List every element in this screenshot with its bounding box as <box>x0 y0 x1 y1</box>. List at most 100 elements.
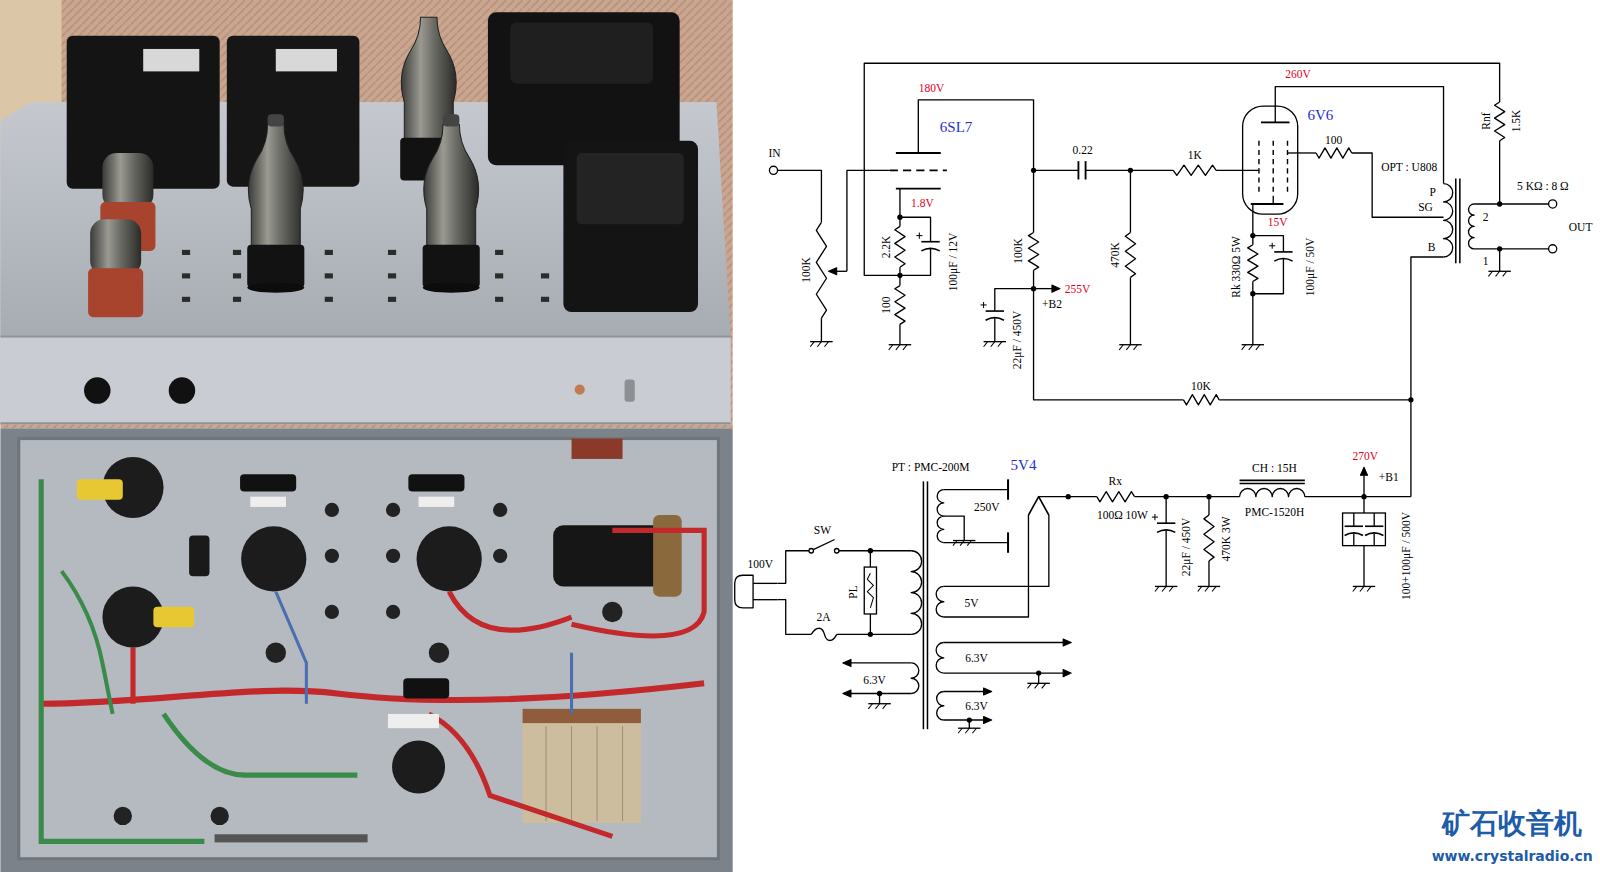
wire <box>1499 141 1500 204</box>
voltage-label: 180V <box>918 81 946 94</box>
wire <box>1252 281 1253 344</box>
photo-detail <box>114 807 132 825</box>
ground-symbol <box>824 342 828 347</box>
wire <box>778 600 812 635</box>
wire <box>1353 533 1354 545</box>
ground-symbol <box>1360 586 1364 591</box>
photo-detail <box>41 479 204 841</box>
photo-detail <box>325 503 339 517</box>
part-label: 22μF / 450V <box>1011 310 1024 371</box>
part-label: 470K <box>1109 241 1122 269</box>
wire <box>1363 475 1364 496</box>
wire <box>944 489 1008 490</box>
part-label: IN <box>767 147 781 160</box>
photo-detail <box>247 245 304 288</box>
photo-detail <box>102 153 153 209</box>
wire <box>1135 496 1240 497</box>
wire <box>944 642 1063 643</box>
wire <box>944 719 984 720</box>
ground-symbol <box>1488 271 1492 276</box>
photo-detail <box>597 726 598 821</box>
photo-detail <box>233 250 241 255</box>
part-label: PMC-1520H <box>1244 506 1305 519</box>
rectifier-plate <box>1007 532 1009 552</box>
ground-symbol <box>991 342 995 347</box>
photo-detail <box>0 422 730 424</box>
wire <box>1253 259 1284 294</box>
photo-detail <box>325 250 333 255</box>
photo-detail <box>541 273 549 278</box>
capacitor-symbol <box>986 310 1004 312</box>
ground-symbol <box>1035 683 1039 688</box>
ground-symbol <box>1119 345 1123 350</box>
watermark: 矿石收音机 <box>1441 809 1583 840</box>
part-label: +B2 <box>1041 298 1063 311</box>
part-label: 2.2K <box>879 235 892 260</box>
photo-detail <box>62 571 113 714</box>
wire <box>837 634 911 635</box>
wire <box>870 551 871 567</box>
coil-symbol <box>1240 489 1305 497</box>
ground-symbol <box>958 728 962 733</box>
photo-detail <box>429 643 449 663</box>
tube-grid <box>1287 141 1288 196</box>
voltage-label: 270V <box>1352 450 1380 463</box>
part-label: 0.22 <box>1072 144 1094 157</box>
arrowhead <box>984 716 992 723</box>
photo-detail <box>572 530 705 636</box>
wire <box>995 289 1034 311</box>
ground-symbol <box>1353 586 1357 591</box>
tube-name: 6V6 <box>1306 107 1334 124</box>
photo-detail <box>268 114 284 126</box>
part-label: 100K <box>1012 237 1025 265</box>
part-label: OPT : U808 <box>1380 161 1438 174</box>
arrowhead <box>829 268 837 275</box>
photo-detail <box>233 297 241 302</box>
wire <box>900 249 931 276</box>
coil-symbol <box>911 551 921 635</box>
photo-detail <box>577 153 684 224</box>
wire <box>899 189 900 227</box>
wire <box>1130 170 1131 232</box>
transformer-core <box>1455 178 1457 263</box>
ground-symbol <box>1126 345 1130 350</box>
wire <box>944 516 964 540</box>
photo-detail <box>0 336 730 338</box>
part-label: 100K <box>800 257 813 285</box>
wire <box>879 694 880 704</box>
capacitor-symbol <box>1274 251 1292 253</box>
choke-core <box>1240 480 1305 482</box>
photo-detail <box>41 683 704 703</box>
part-label: Rx <box>1108 474 1123 487</box>
part-label: 100μF / 50V <box>1304 237 1317 298</box>
capacitor-symbol <box>1078 161 1080 179</box>
ground-symbol <box>1249 345 1253 350</box>
photo-detail <box>570 653 573 714</box>
tube-grid <box>1273 141 1274 196</box>
part-label: PT : PMC-200M <box>891 461 971 474</box>
photo-detail <box>392 740 445 793</box>
pilot-lamp-symbol <box>864 567 876 614</box>
ground-symbol <box>1162 586 1166 591</box>
arrowhead <box>1360 467 1367 475</box>
resistor-symbol <box>1028 233 1038 271</box>
transformer-core <box>923 481 925 729</box>
ground-symbol <box>1212 586 1216 591</box>
wire <box>1165 497 1166 524</box>
resistor-symbol <box>1248 245 1258 282</box>
resistor-symbol <box>1097 492 1135 502</box>
wire <box>1208 497 1209 515</box>
photo-detail <box>523 709 641 723</box>
part-label: 2A <box>815 611 831 624</box>
photo-detail <box>541 297 549 302</box>
arrowhead <box>1063 639 1071 646</box>
wire <box>1474 248 1548 249</box>
photo-detail <box>276 49 337 71</box>
photo-detail <box>325 297 333 302</box>
coil-symbol <box>911 663 919 694</box>
part-label: 100Ω 10W <box>1096 509 1149 522</box>
coil-symbol <box>936 586 944 617</box>
ground-symbol <box>817 342 821 347</box>
photo-detail <box>0 337 730 425</box>
part-label: 2 <box>1482 211 1490 224</box>
